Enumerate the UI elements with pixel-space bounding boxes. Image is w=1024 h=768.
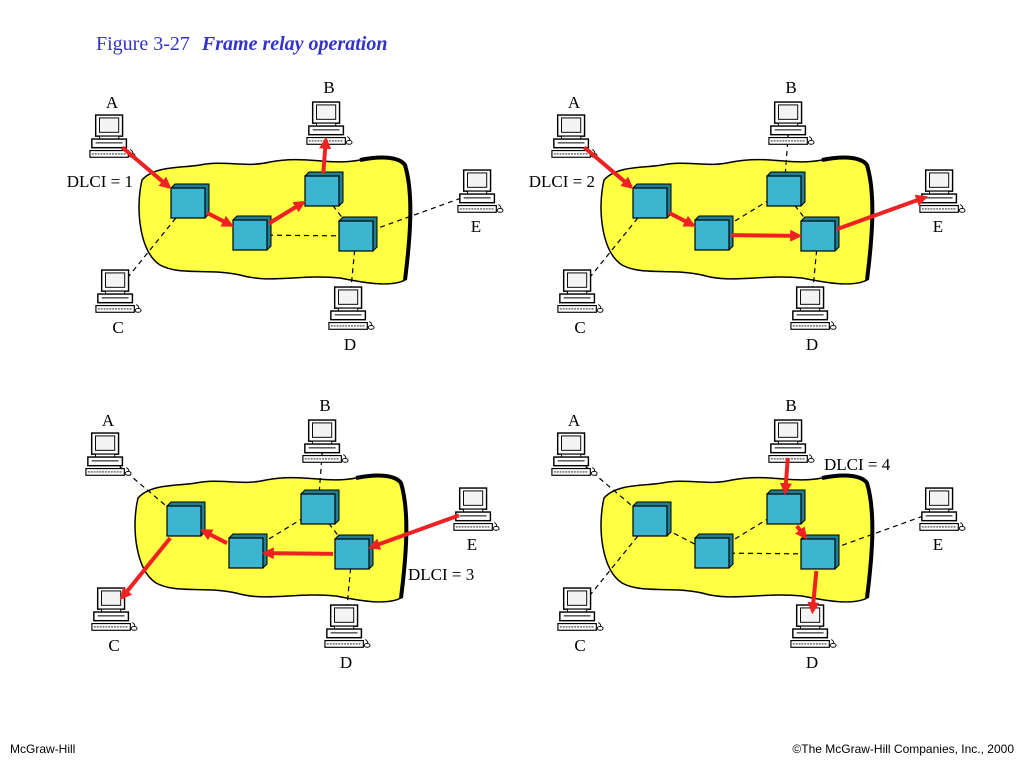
station-label-d: D [806,653,818,672]
cloud-shadow-edge [821,473,875,599]
computer-icon [328,286,375,331]
computer-icon [85,432,132,477]
station-label-c: C [112,318,123,337]
station-label-e: E [933,535,943,554]
frame-relay-switch-icon [694,537,730,569]
station-label-b: B [785,396,796,415]
computer-icon [551,432,598,477]
frame-path-arrow [836,194,928,232]
station-label-b: B [323,78,334,97]
frame-path-arrow [120,145,172,189]
figure-title: Figure 3-27 Frame relay operation [96,33,387,56]
frame-path-arrow [267,200,306,226]
frame-relay-switch-icon [166,505,202,537]
computer-icon [306,101,353,146]
frame-path-arrow [200,529,228,545]
station-label-a: A [106,93,119,112]
frame-relay-switch-icon [338,220,374,252]
dlci-label: DLCI = 2 [529,172,595,191]
frame-relay-switch-icon [300,493,336,525]
frame-relay-switch-icon [800,538,836,570]
panel-3: A B C D E DLCI = 3 [85,396,500,672]
cloud-shadow-edge [821,155,875,281]
frame-path-arrow [367,513,460,550]
frame-path-arrow [582,145,634,189]
frame-relay-switch-icon [766,493,802,525]
panel-4: A B C D E DLCI = 4 [551,396,966,672]
frame-relay-switch-icon [232,219,268,251]
station-label-e: E [467,535,477,554]
station-label-d: D [344,335,356,354]
station-label-d: D [340,653,352,672]
frame-relay-switch-icon [170,187,206,219]
figure-name: Frame relay operation [201,33,388,55]
frame-relay-switch-icon [766,175,802,207]
station-label-d: D [806,335,818,354]
footer-publisher: McGraw-Hill [10,742,76,756]
frame-path-arrow [206,211,234,227]
frame-relay-switch-icon [304,175,340,207]
station-label-a: A [568,93,581,112]
dlci-label: DLCI = 3 [408,565,474,584]
dlci-label: DLCI = 1 [67,172,133,191]
frame-path-arrow [319,136,332,175]
station-label-e: E [471,217,481,236]
station-label-a: A [102,411,115,430]
frame-relay-switch-icon [800,220,836,252]
frame-relay-switch-icon [632,187,668,219]
station-label-c: C [574,318,585,337]
frame-path-arrow [730,229,803,242]
computer-icon [557,269,604,314]
footer-copyright: ©The McGraw-Hill Companies, Inc., 2000 [792,742,1014,756]
frame-relay-switch-icon [632,505,668,537]
frame-path-arrow [120,536,172,601]
computer-icon [453,487,500,532]
frame-relay-switch-icon [694,219,730,251]
station-label-b: B [785,78,796,97]
computer-icon [324,604,371,649]
frame-path-arrow [261,547,334,560]
figure-label: Figure 3-27 [96,33,190,55]
computer-icon [91,587,138,632]
computer-icon [919,169,966,214]
computer-icon [557,587,604,632]
cloud-shadow-edge [359,155,413,281]
station-label-c: C [574,636,585,655]
frame-path-arrow [668,211,696,227]
panel-2: A B C D E DLCI = 2 [529,78,966,354]
computer-icon [790,604,837,649]
computer-icon [95,269,142,314]
station-label-b: B [319,396,330,415]
panel-1: A B C D E DLCI = 1 [67,78,504,354]
computer-icon [768,101,815,146]
frame-relay-switch-icon [334,538,370,570]
frame-path-arrow [779,457,792,496]
computer-icon [457,169,504,214]
computer-icon [768,419,815,464]
station-label-a: A [568,411,581,430]
computer-icon [790,286,837,331]
dlci-label: DLCI = 4 [824,455,891,474]
station-label-c: C [108,636,119,655]
frame-path-arrow [795,524,808,540]
frame-path-arrow [807,570,820,615]
computer-icon [302,419,349,464]
station-label-e: E [933,217,943,236]
computer-icon [919,487,966,532]
frame-relay-switch-icon [228,537,264,569]
cloud-shadow-edge [355,473,409,599]
